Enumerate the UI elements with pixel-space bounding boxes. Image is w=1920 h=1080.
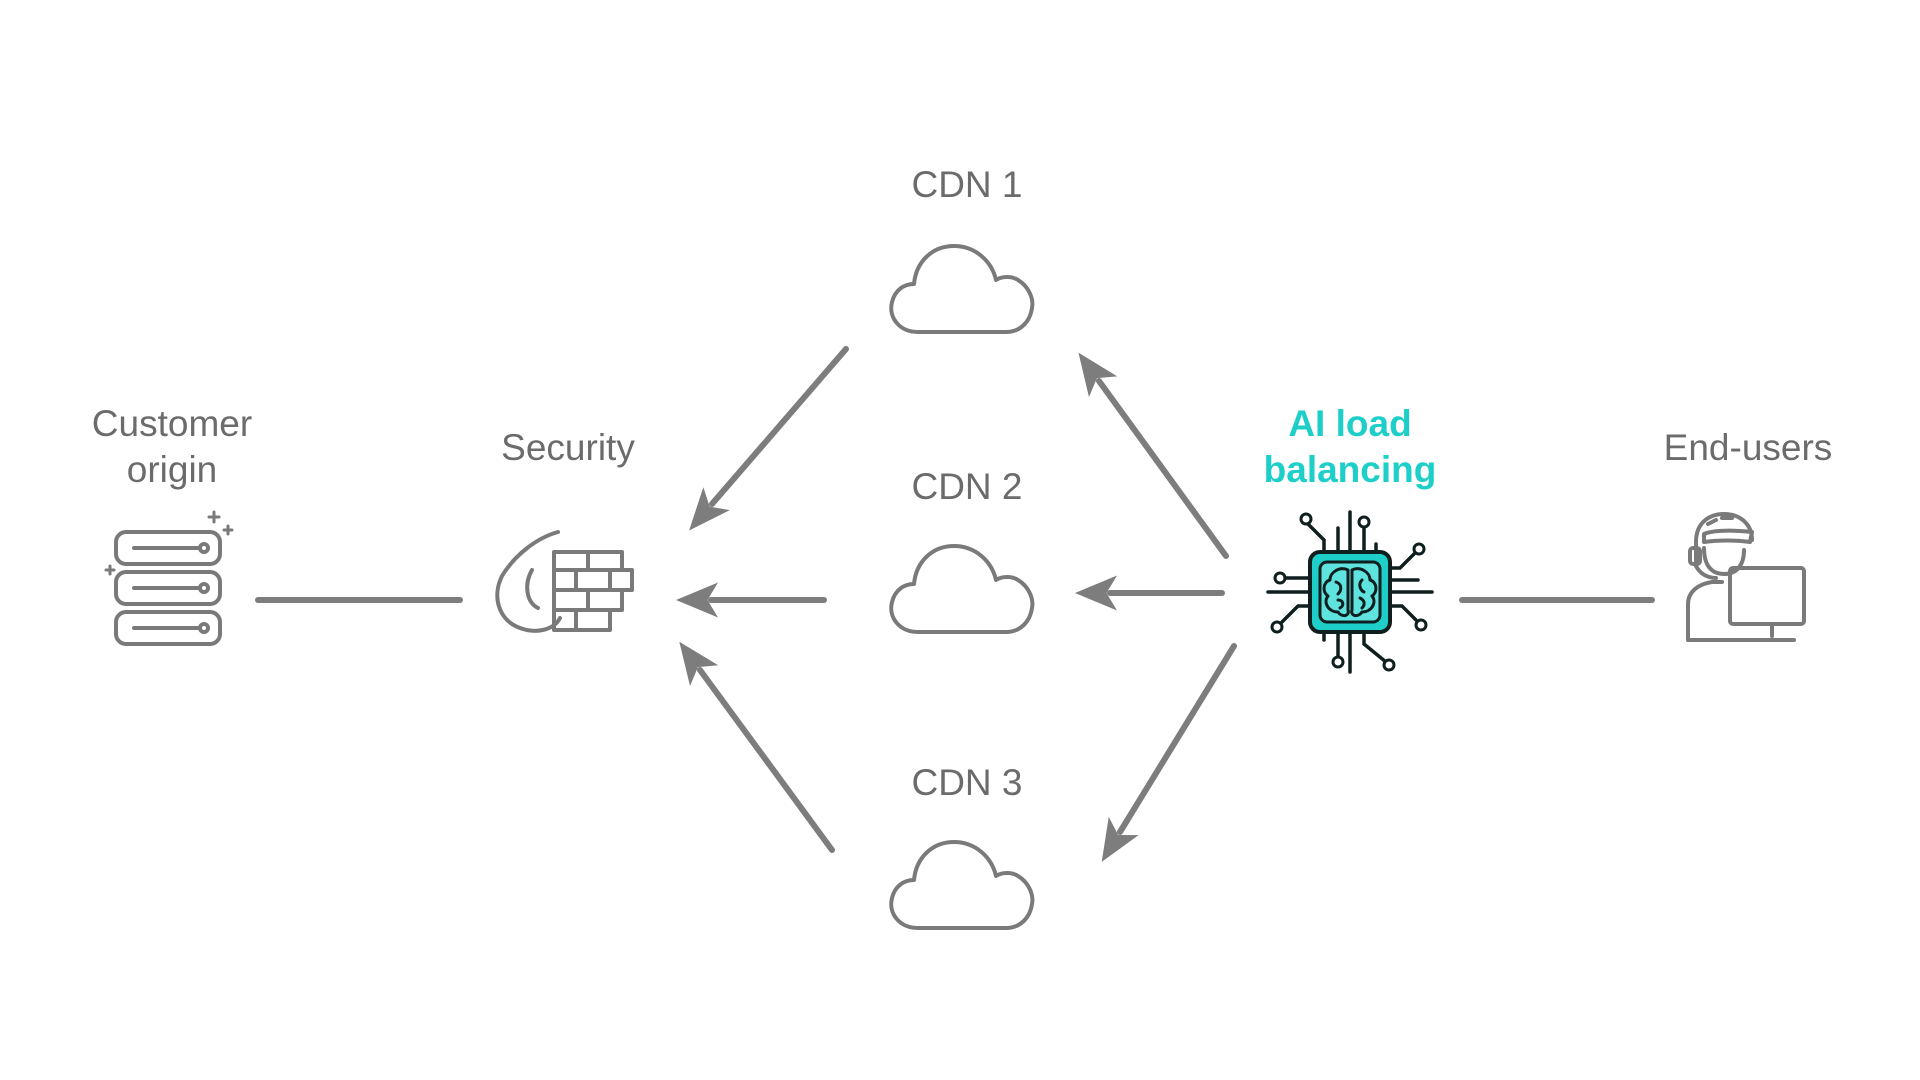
arrow-cdn3-to-security: [679, 641, 835, 853]
firewall-icon: [495, 530, 634, 633]
ai-load-balancing-label-line1: AI load: [1288, 403, 1411, 444]
cdn3-label: CDN 3: [911, 762, 1022, 803]
customer-origin-label-line1: Customer: [92, 403, 252, 444]
arrow-ai-to-cdn3: [1101, 643, 1237, 862]
user-at-computer-icon: [1686, 512, 1806, 642]
cdn2-label: CDN 2: [911, 466, 1022, 507]
cdn1-label: CDN 1: [911, 164, 1022, 205]
cdn2-cloud-icon: [889, 544, 1035, 634]
end-users-label: End-users: [1664, 427, 1833, 468]
ai-chip-brain-icon: [1266, 510, 1434, 674]
ai-load-balancing-label-line2: balancing: [1264, 449, 1437, 490]
cdn1-cloud-icon: [889, 244, 1035, 334]
cdn3-cloud-icon: [889, 840, 1035, 930]
arrow-ai-to-cdn1: [1078, 352, 1229, 559]
customer-origin-label-line2: origin: [127, 449, 218, 490]
security-label: Security: [501, 427, 635, 468]
server-stack-icon: [104, 510, 234, 646]
arrow-cdn1-to-security: [689, 346, 849, 531]
